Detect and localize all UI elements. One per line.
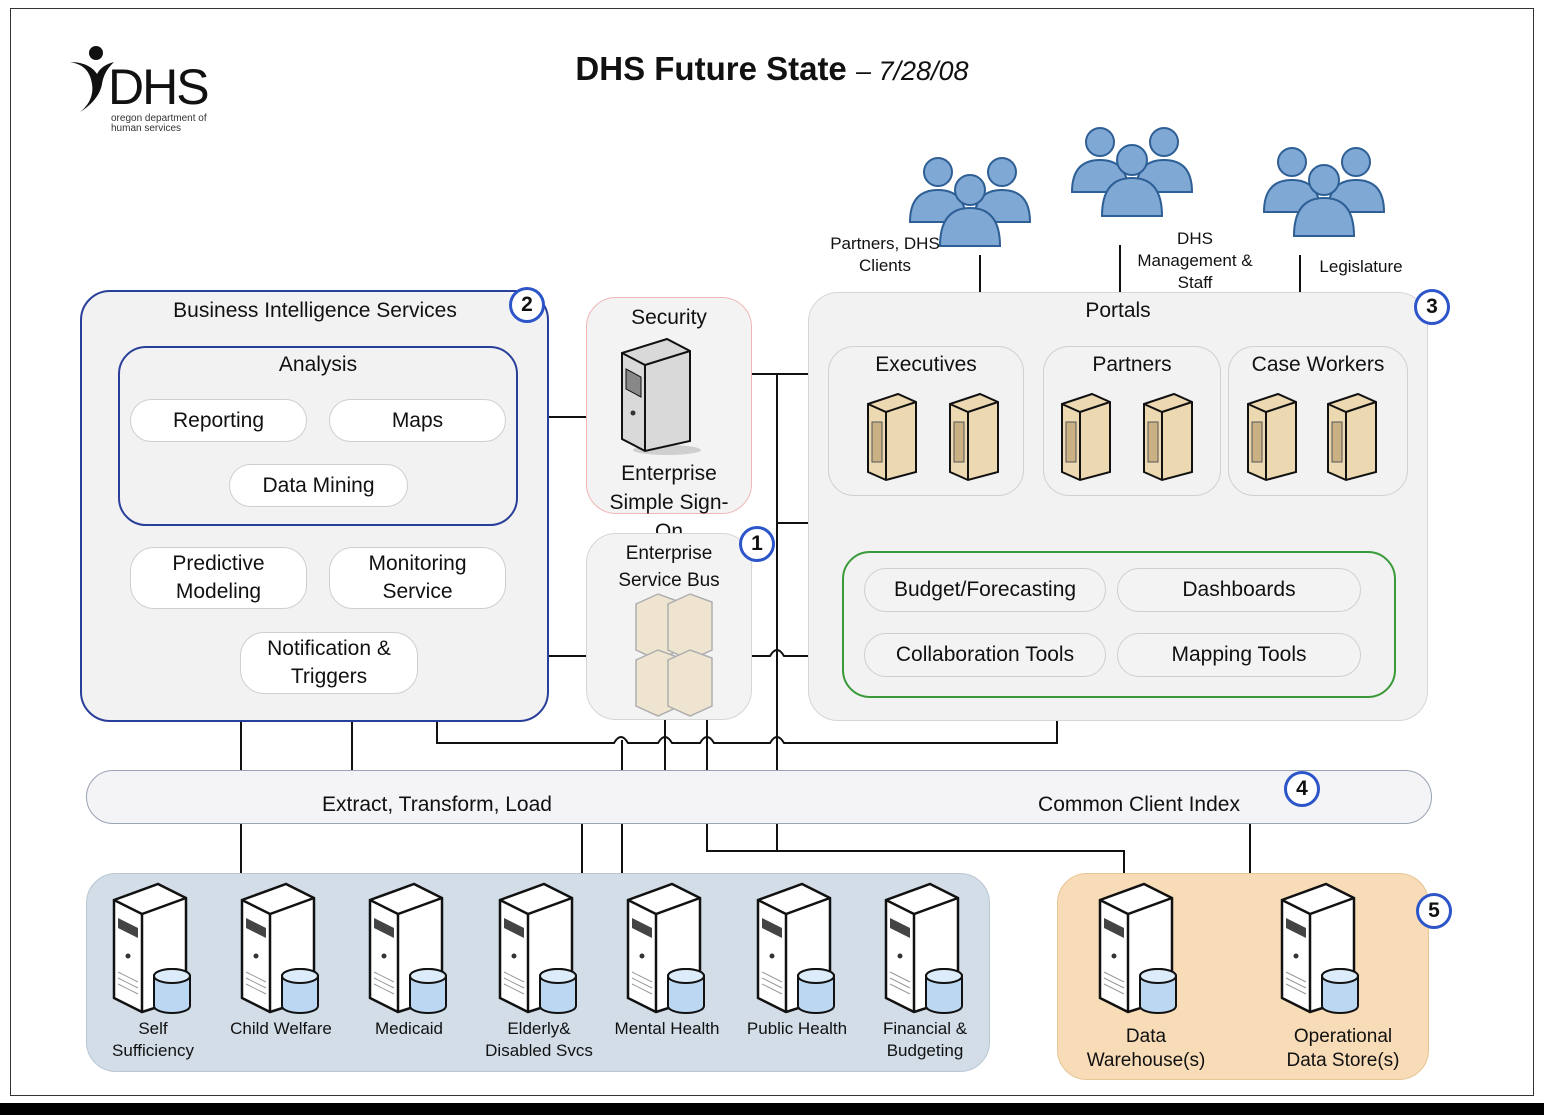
- security-title: Security: [631, 306, 707, 329]
- page-frame: [10, 8, 1534, 1096]
- source-system-text: Financial & Budgeting: [882, 1019, 968, 1060]
- esb-title: Enterprise Service Bus: [606, 540, 732, 594]
- source-system-label: Public Health: [722, 1018, 872, 1040]
- people-group-icon: [908, 157, 1032, 247]
- user-group-label: Legislature: [1319, 257, 1403, 276]
- source-system-label: Child Welfare: [206, 1018, 356, 1040]
- case-workers-title: Case Workers: [1251, 353, 1385, 376]
- collaboration-tools-pill: Collaboration Tools: [864, 633, 1106, 677]
- portal-server-icon: [867, 392, 917, 482]
- people-group-icon: [1262, 147, 1386, 237]
- analysis-title: Analysis: [278, 353, 358, 376]
- user-group-legislature: [1254, 140, 1394, 250]
- user-group-label: Partners, DHS Clients: [830, 234, 940, 275]
- data-mining-pill: Data Mining: [229, 464, 408, 507]
- monitoring-service-label: Monitoring Service: [368, 552, 467, 603]
- database-server-icon: [752, 880, 844, 1020]
- database-server-icon: [108, 880, 200, 1020]
- dashboards-pill: Dashboards: [1117, 568, 1361, 612]
- source-system-text: Mental Health: [614, 1019, 720, 1038]
- source-system-text: Public Health: [746, 1019, 848, 1038]
- etl-label: Extract, Transform, Load: [322, 793, 552, 816]
- badge-3: 3: [1414, 289, 1450, 325]
- server-stack-icon: [635, 593, 713, 717]
- portal-server-icon: [1247, 392, 1297, 482]
- logo-subtext: oregon department of human services: [111, 113, 207, 134]
- portal-server-icon: [1061, 392, 1111, 482]
- operational-data-store-text: Operational Data Store(s): [1286, 1026, 1400, 1071]
- page-title: DHS Future State – 7/28/08: [0, 50, 1544, 88]
- monitoring-service-pill: Monitoring Service: [329, 547, 506, 609]
- source-system-label: Mental Health: [592, 1018, 742, 1040]
- logo-text: DHS: [108, 59, 210, 115]
- database-server-icon: [622, 880, 714, 1020]
- database-server-icon: [236, 880, 328, 1020]
- bottom-bar: [0, 1103, 1544, 1115]
- server-tower-icon: [621, 337, 701, 455]
- source-system-text: Medicaid: [374, 1019, 444, 1038]
- portal-server-icon: [949, 392, 999, 482]
- esb-title-text: Enterprise Service Bus: [618, 543, 720, 591]
- executives-title: Executives: [875, 353, 977, 376]
- source-system-label: Elderly& Disabled Svcs: [464, 1018, 614, 1062]
- portal-server-icon: [1327, 392, 1377, 482]
- bi-services-title: Business Intelligence Services: [173, 299, 457, 322]
- portal-server-icon: [1143, 392, 1193, 482]
- partners-title: Partners: [1092, 353, 1172, 376]
- source-system-text: Elderly& Disabled Svcs: [485, 1019, 593, 1060]
- budget-forecasting-pill: Budget/Forecasting: [864, 568, 1106, 612]
- notification-triggers-label: Notification & Triggers: [267, 637, 391, 688]
- database-server-icon: [364, 880, 456, 1020]
- user-group-management: [1062, 120, 1202, 230]
- badge-2: 2: [509, 287, 545, 323]
- database-server-icon: [1276, 880, 1368, 1020]
- predictive-modeling-pill: Predictive Modeling: [130, 547, 307, 609]
- data-warehouse-label: Data Warehouse(s): [1066, 1025, 1226, 1073]
- data-warehouse-text: Data Warehouse(s): [1086, 1026, 1206, 1071]
- title-date: – 7/28/08: [855, 56, 969, 86]
- operational-data-store-label: Operational Data Store(s): [1258, 1025, 1428, 1073]
- predictive-modeling-label: Predictive Modeling: [172, 552, 265, 603]
- source-system-label: Financial & Budgeting: [850, 1018, 1000, 1062]
- people-group-icon: [1070, 127, 1194, 217]
- source-system-label: Medicaid: [334, 1018, 484, 1040]
- mapping-tools-pill: Mapping Tools: [1117, 633, 1361, 677]
- badge-1: 1: [739, 526, 775, 562]
- user-group-label: DHS Management & Staff: [1137, 229, 1253, 292]
- dhs-person-logo-icon: [70, 46, 114, 112]
- database-server-icon: [494, 880, 586, 1020]
- source-system-text: Self Sufficiency: [112, 1019, 194, 1060]
- reporting-pill: Reporting: [130, 399, 307, 442]
- badge-5: 5: [1416, 893, 1452, 929]
- security-caption: Enterprise Simple Sign-On: [586, 459, 752, 546]
- cci-label: Common Client Index: [1038, 793, 1240, 816]
- database-server-icon: [1094, 880, 1186, 1020]
- maps-pill: Maps: [329, 399, 506, 442]
- badge-4: 4: [1284, 771, 1320, 807]
- etl-bus: [86, 770, 1432, 824]
- security-caption-text: Enterprise Simple Sign-On: [609, 462, 729, 543]
- portals-title: Portals: [1085, 299, 1151, 322]
- notification-triggers-pill: Notification & Triggers: [240, 632, 418, 694]
- title-main: DHS Future State: [575, 50, 847, 87]
- dhs-logo: DHS oregon department of human services: [66, 44, 236, 144]
- source-system-label: Self Sufficiency: [78, 1018, 228, 1062]
- source-system-text: Child Welfare: [230, 1019, 332, 1038]
- database-server-icon: [880, 880, 972, 1020]
- user-group-partners: [900, 150, 1040, 250]
